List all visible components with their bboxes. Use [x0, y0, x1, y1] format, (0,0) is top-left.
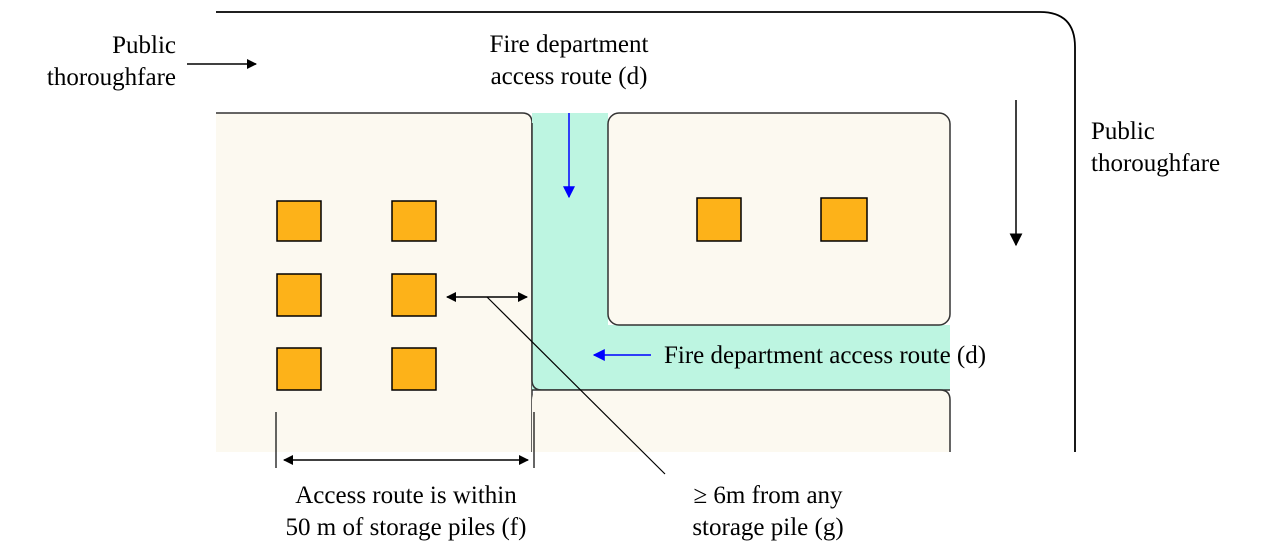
storage-lot-lower-right-edge [542, 389, 951, 452]
storage-pile [391, 200, 437, 242]
storage-pile [276, 347, 322, 391]
within-50m-label: Access route is within 50 m of storage p… [285, 482, 527, 541]
storage-lot-upper-right [607, 112, 951, 326]
public-thoroughfare-right-label: Public thoroughfare [1091, 118, 1221, 177]
storage-pile [276, 200, 322, 242]
storage-lot-left [216, 113, 532, 452]
storage-lot-lower-right [532, 390, 950, 452]
fire-route-top-label: Fire department access route (d) [489, 31, 649, 90]
storage-pile [820, 197, 868, 242]
public-thoroughfare-left-label: Public thoroughfare [46, 32, 176, 91]
min-6m-label: ≥ 6m from any storage pile (g) [692, 482, 844, 541]
fire-access-route-area [532, 113, 950, 390]
storage-pile [276, 273, 322, 317]
storage-pile [391, 347, 437, 391]
fire-route-side-label: Fire department access route (d) [664, 342, 987, 369]
storage-piles [276, 197, 868, 391]
storage-pile [391, 273, 437, 317]
public-road-boundary [216, 11, 1076, 452]
clearance-leader-line [486, 296, 666, 475]
storage-pile [696, 197, 742, 242]
